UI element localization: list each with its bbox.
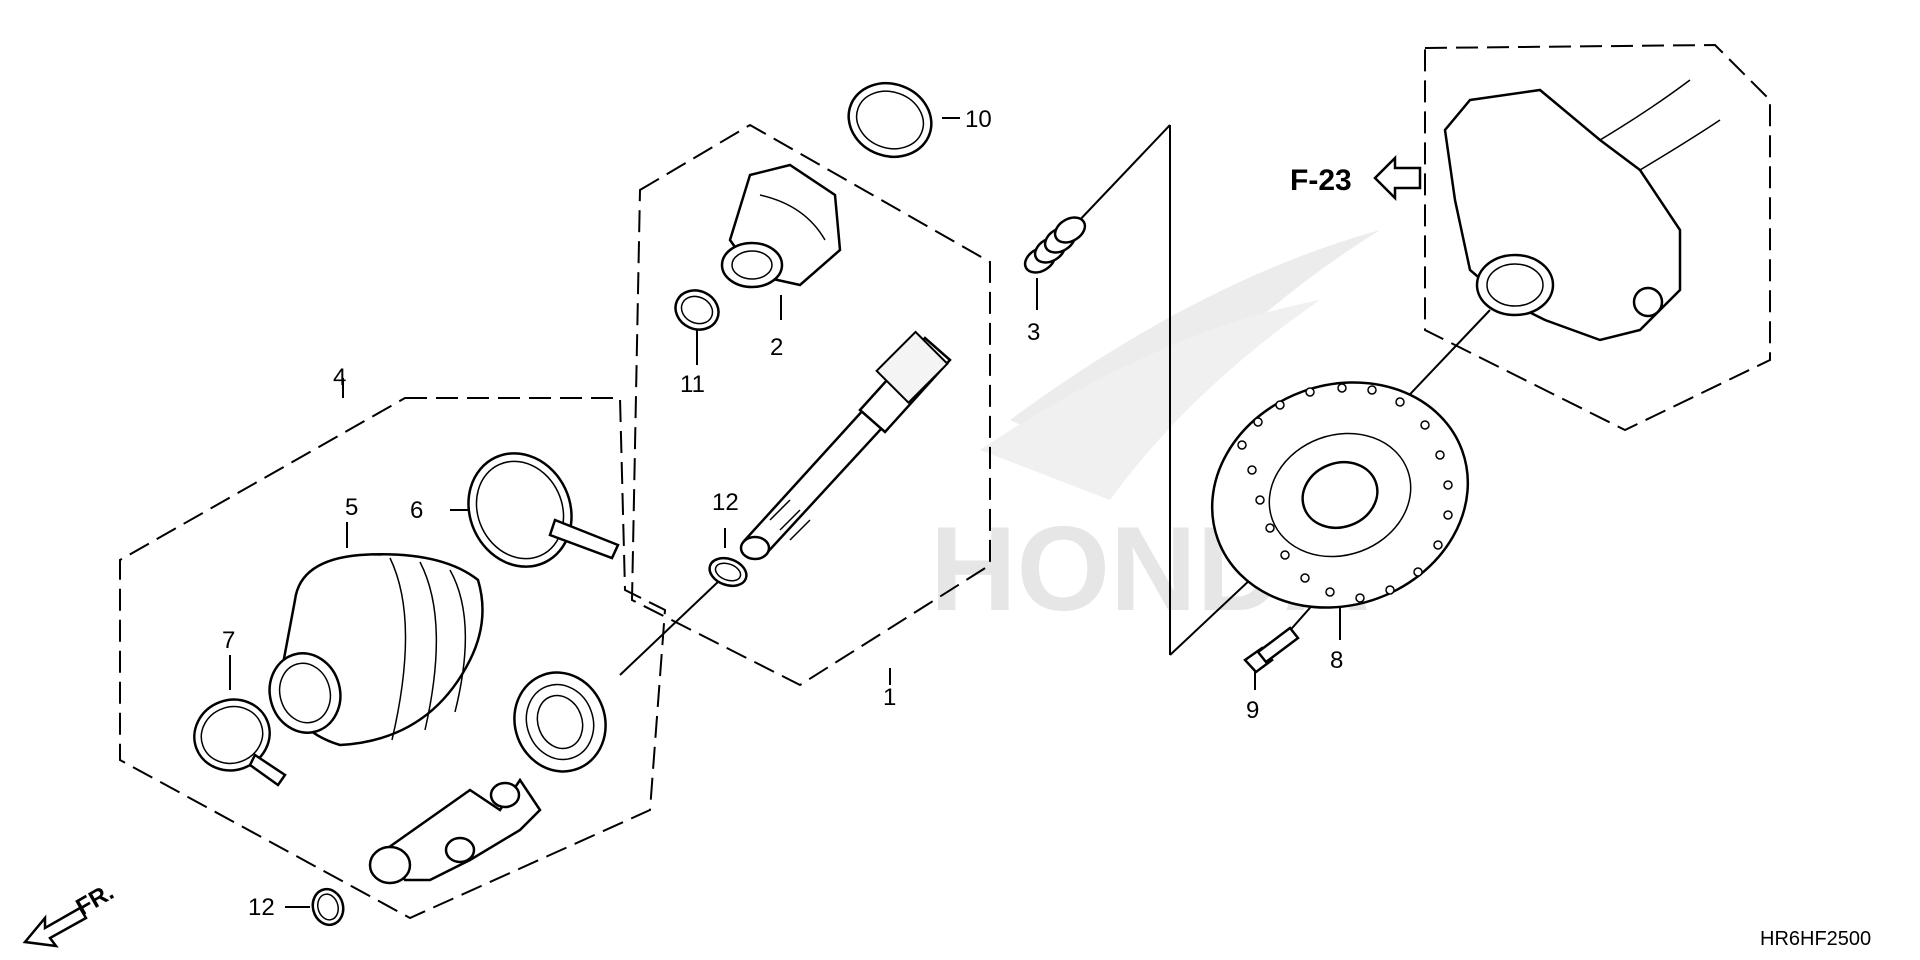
callout-10: 10 [965, 106, 992, 133]
o-ring-10 [847, 81, 933, 159]
group-4-outline [119, 397, 667, 920]
callout-8: 8 [1330, 647, 1343, 674]
seal-housing-2 [720, 163, 842, 289]
callout-4: 4 [333, 364, 346, 391]
callout-1: 1 [883, 684, 896, 711]
callout-9: 9 [1246, 697, 1259, 724]
callout-7: 7 [222, 627, 235, 654]
seal-ring [513, 671, 607, 773]
universal-joint [368, 777, 542, 885]
band-clamp-6 [467, 452, 620, 568]
reference-label: F-23 [1290, 164, 1352, 197]
clamp-7 [193, 698, 287, 787]
callout-5: 5 [345, 494, 358, 521]
knuckle-outline [1424, 43, 1771, 432]
spring-3 [1023, 216, 1087, 274]
diagram-code: HR6HF2500 [1760, 928, 1871, 950]
o-ring-11 [674, 289, 720, 331]
callout-12-upper: 12 [712, 489, 739, 516]
callout-12-lower: 12 [248, 894, 275, 921]
group-1-outline [630, 123, 991, 687]
callout-3: 3 [1027, 319, 1040, 346]
callout-11: 11 [680, 371, 705, 398]
callouts: 4 5 6 7 12 12 2 11 10 3 1 8 9 [222, 106, 1343, 921]
bolt-9 [1243, 626, 1300, 674]
left-arrow-icon [1373, 154, 1422, 202]
o-ring-12-lower [311, 887, 345, 927]
callout-6: 6 [410, 497, 423, 524]
knuckle-hub [1443, 79, 1721, 342]
callout-2: 2 [770, 334, 783, 361]
boot-5 [268, 553, 484, 747]
brake-disc-8 [1210, 381, 1470, 609]
shaft-1 [739, 330, 952, 561]
front-arrow-icon [22, 906, 88, 948]
front-direction: FR. [22, 878, 118, 948]
reference-f23: F-23 [1290, 154, 1422, 202]
o-ring-12-upper [708, 556, 748, 588]
